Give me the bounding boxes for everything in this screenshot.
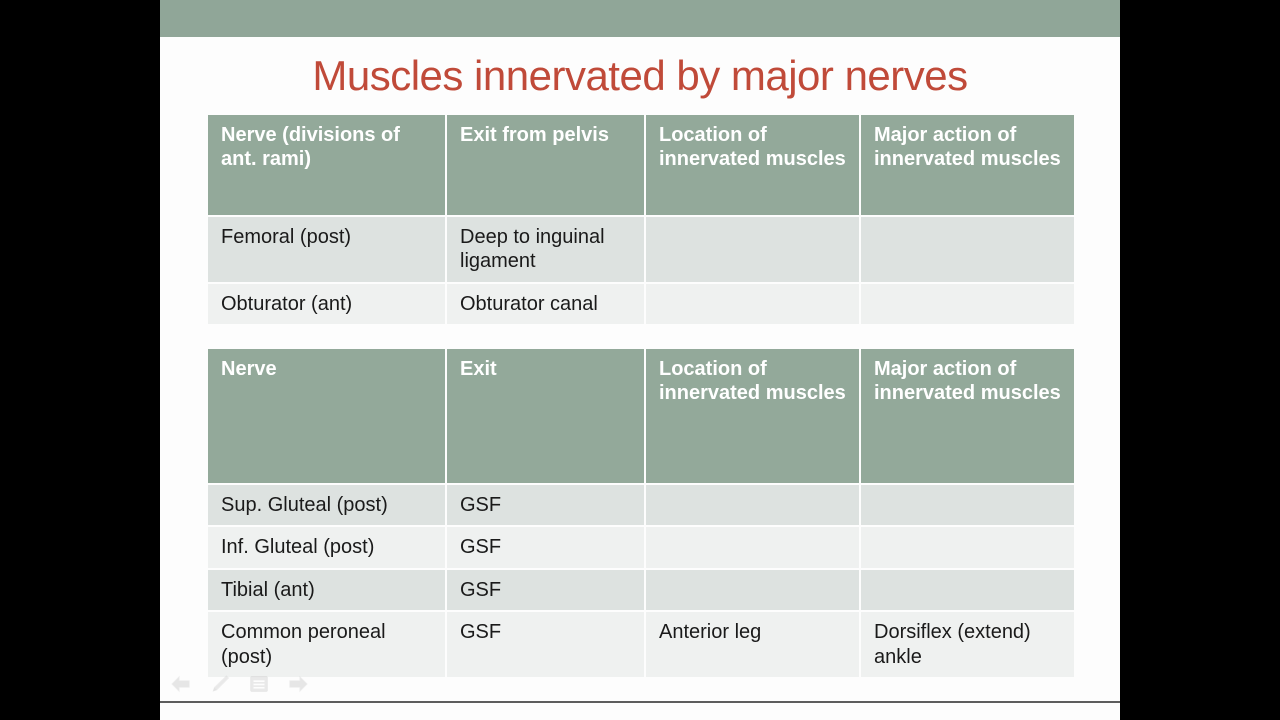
previous-slide-arrow-icon[interactable] — [170, 673, 192, 695]
table-row: Sup. Gluteal (post) GSF — [208, 484, 1074, 528]
table-cell-nerve: Common peroneal (post) — [208, 611, 447, 679]
table-cell-location — [645, 526, 861, 570]
table-cell-location: Anterior leg — [645, 611, 861, 679]
table-2-header-exit: Exit — [446, 349, 646, 485]
nerve-table-anterior: Nerve (divisions of ant. rami) Exit from… — [208, 115, 1074, 327]
table-1-body: Femoral (post) Deep to inguinal ligament… — [208, 216, 1074, 327]
next-slide-arrow-icon[interactable] — [287, 673, 309, 695]
table-row: Inf. Gluteal (post) GSF — [208, 526, 1074, 570]
table-2-head: Nerve Exit Location of innervated muscle… — [208, 349, 1074, 485]
table-1-header-nerve: Nerve (divisions of ant. rami) — [208, 115, 447, 217]
table-cell-nerve: Sup. Gluteal (post) — [208, 484, 447, 528]
table-2-header-nerve: Nerve — [208, 349, 447, 485]
table-cell-major-action — [860, 216, 1074, 284]
slide-top-band — [160, 0, 1120, 37]
table-2-header-location: Location of innervated muscles — [645, 349, 861, 485]
toolbar-icon-group — [170, 670, 309, 698]
toolbar-divider — [160, 701, 1120, 703]
page-title: Muscles innervated by major nerves — [312, 52, 968, 99]
table-2-header-major-action: Major action of innervated muscles — [860, 349, 1074, 485]
table-cell-major-action — [860, 282, 1074, 327]
table-cell-nerve: Obturator (ant) — [208, 282, 447, 327]
table-cell-exit: GSF — [446, 568, 646, 613]
table-1-head: Nerve (divisions of ant. rami) Exit from… — [208, 115, 1074, 217]
table-header-row: Nerve (divisions of ant. rami) Exit from… — [208, 115, 1074, 217]
table-cell-nerve: Inf. Gluteal (post) — [208, 526, 447, 570]
pen-annotation-icon[interactable] — [209, 673, 231, 695]
table-cell-major-action — [860, 568, 1074, 613]
table-header-row: Nerve Exit Location of innervated muscle… — [208, 349, 1074, 485]
table-cell-nerve: Tibial (ant) — [208, 568, 447, 613]
table-cell-location — [645, 216, 861, 284]
table-cell-location — [645, 282, 861, 327]
table-row: Femoral (post) Deep to inguinal ligament — [208, 216, 1074, 284]
table-row: Tibial (ant) GSF — [208, 568, 1074, 613]
table-cell-location — [645, 568, 861, 613]
table-cell-exit: GSF — [446, 526, 646, 570]
table-cell-nerve: Femoral (post) — [208, 216, 447, 284]
nerve-table-sacral: Nerve Exit Location of innervated muscle… — [208, 349, 1074, 679]
slide-content: Muscles innervated by major nerves Nerve… — [160, 37, 1120, 712]
table-1-header-location: Location of innervated muscles — [645, 115, 861, 217]
table-cell-exit: Obturator canal — [446, 282, 646, 327]
table-cell-exit: GSF — [446, 484, 646, 528]
table-1-header-exit: Exit from pelvis — [446, 115, 646, 217]
presentation-toolbar — [160, 670, 1120, 704]
table-row: Obturator (ant) Obturator canal — [208, 282, 1074, 327]
table-cell-major-action — [860, 484, 1074, 528]
table-cell-major-action — [860, 526, 1074, 570]
table-row: Common peroneal (post) GSF Anterior leg … — [208, 611, 1074, 679]
table-2-body: Sup. Gluteal (post) GSF Inf. Gluteal (po… — [208, 484, 1074, 679]
table-cell-exit: Deep to inguinal ligament — [446, 216, 646, 284]
slide-menu-icon[interactable] — [248, 673, 270, 695]
table-1-header-major-action: Major action of innervated muscles — [860, 115, 1074, 217]
slide-canvas: Muscles innervated by major nerves Nerve… — [160, 0, 1120, 720]
table-cell-major-action: Dorsiflex (extend) ankle — [860, 611, 1074, 679]
table-cell-location — [645, 484, 861, 528]
table-cell-exit: GSF — [446, 611, 646, 679]
